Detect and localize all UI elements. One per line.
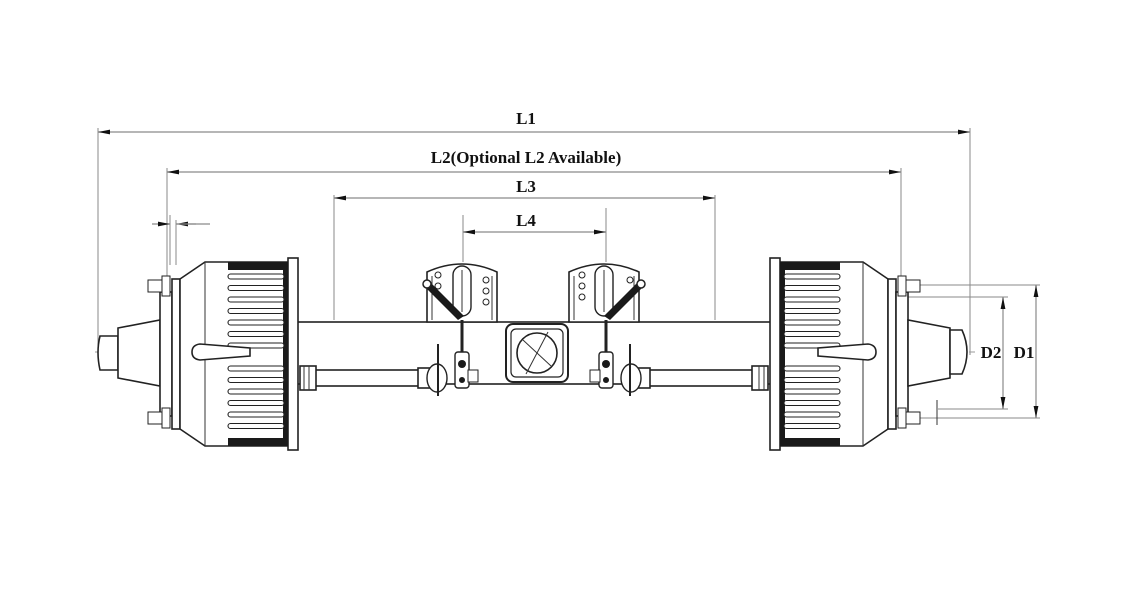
dimension-l1 [97, 128, 971, 355]
brake-drum-left [179, 257, 299, 451]
brake-drum-right [769, 257, 889, 451]
label-l3: L3 [516, 177, 536, 196]
label-d2: D2 [981, 343, 1002, 362]
dimension-d2 [908, 296, 1008, 425]
label-l4: L4 [516, 211, 536, 230]
camshaft-left [299, 344, 448, 396]
hub-left [97, 275, 181, 430]
hub-right [887, 275, 968, 430]
label-l1: L1 [516, 109, 536, 128]
bolt-bottom-left [147, 407, 171, 429]
label-d1: D1 [1014, 343, 1035, 362]
dimension-d1 [918, 284, 1040, 419]
cooling-fins-left [227, 273, 285, 430]
slack-adjuster-left [422, 279, 479, 389]
dimension-l3 [333, 195, 716, 320]
dimension-flange-offset [152, 215, 210, 265]
slack-adjuster-right [589, 279, 646, 389]
cooling-fins-right [783, 273, 841, 430]
bolt-bottom-right [897, 407, 921, 429]
square-axle-section [505, 323, 569, 383]
camshaft-right [620, 344, 769, 396]
bolt-top-right [897, 275, 921, 297]
dimension-l4 [462, 208, 607, 262]
spring-seat-left [426, 263, 498, 323]
label-l2: L2(Optional L2 Available) [431, 148, 622, 167]
bolt-top-left [147, 275, 171, 297]
